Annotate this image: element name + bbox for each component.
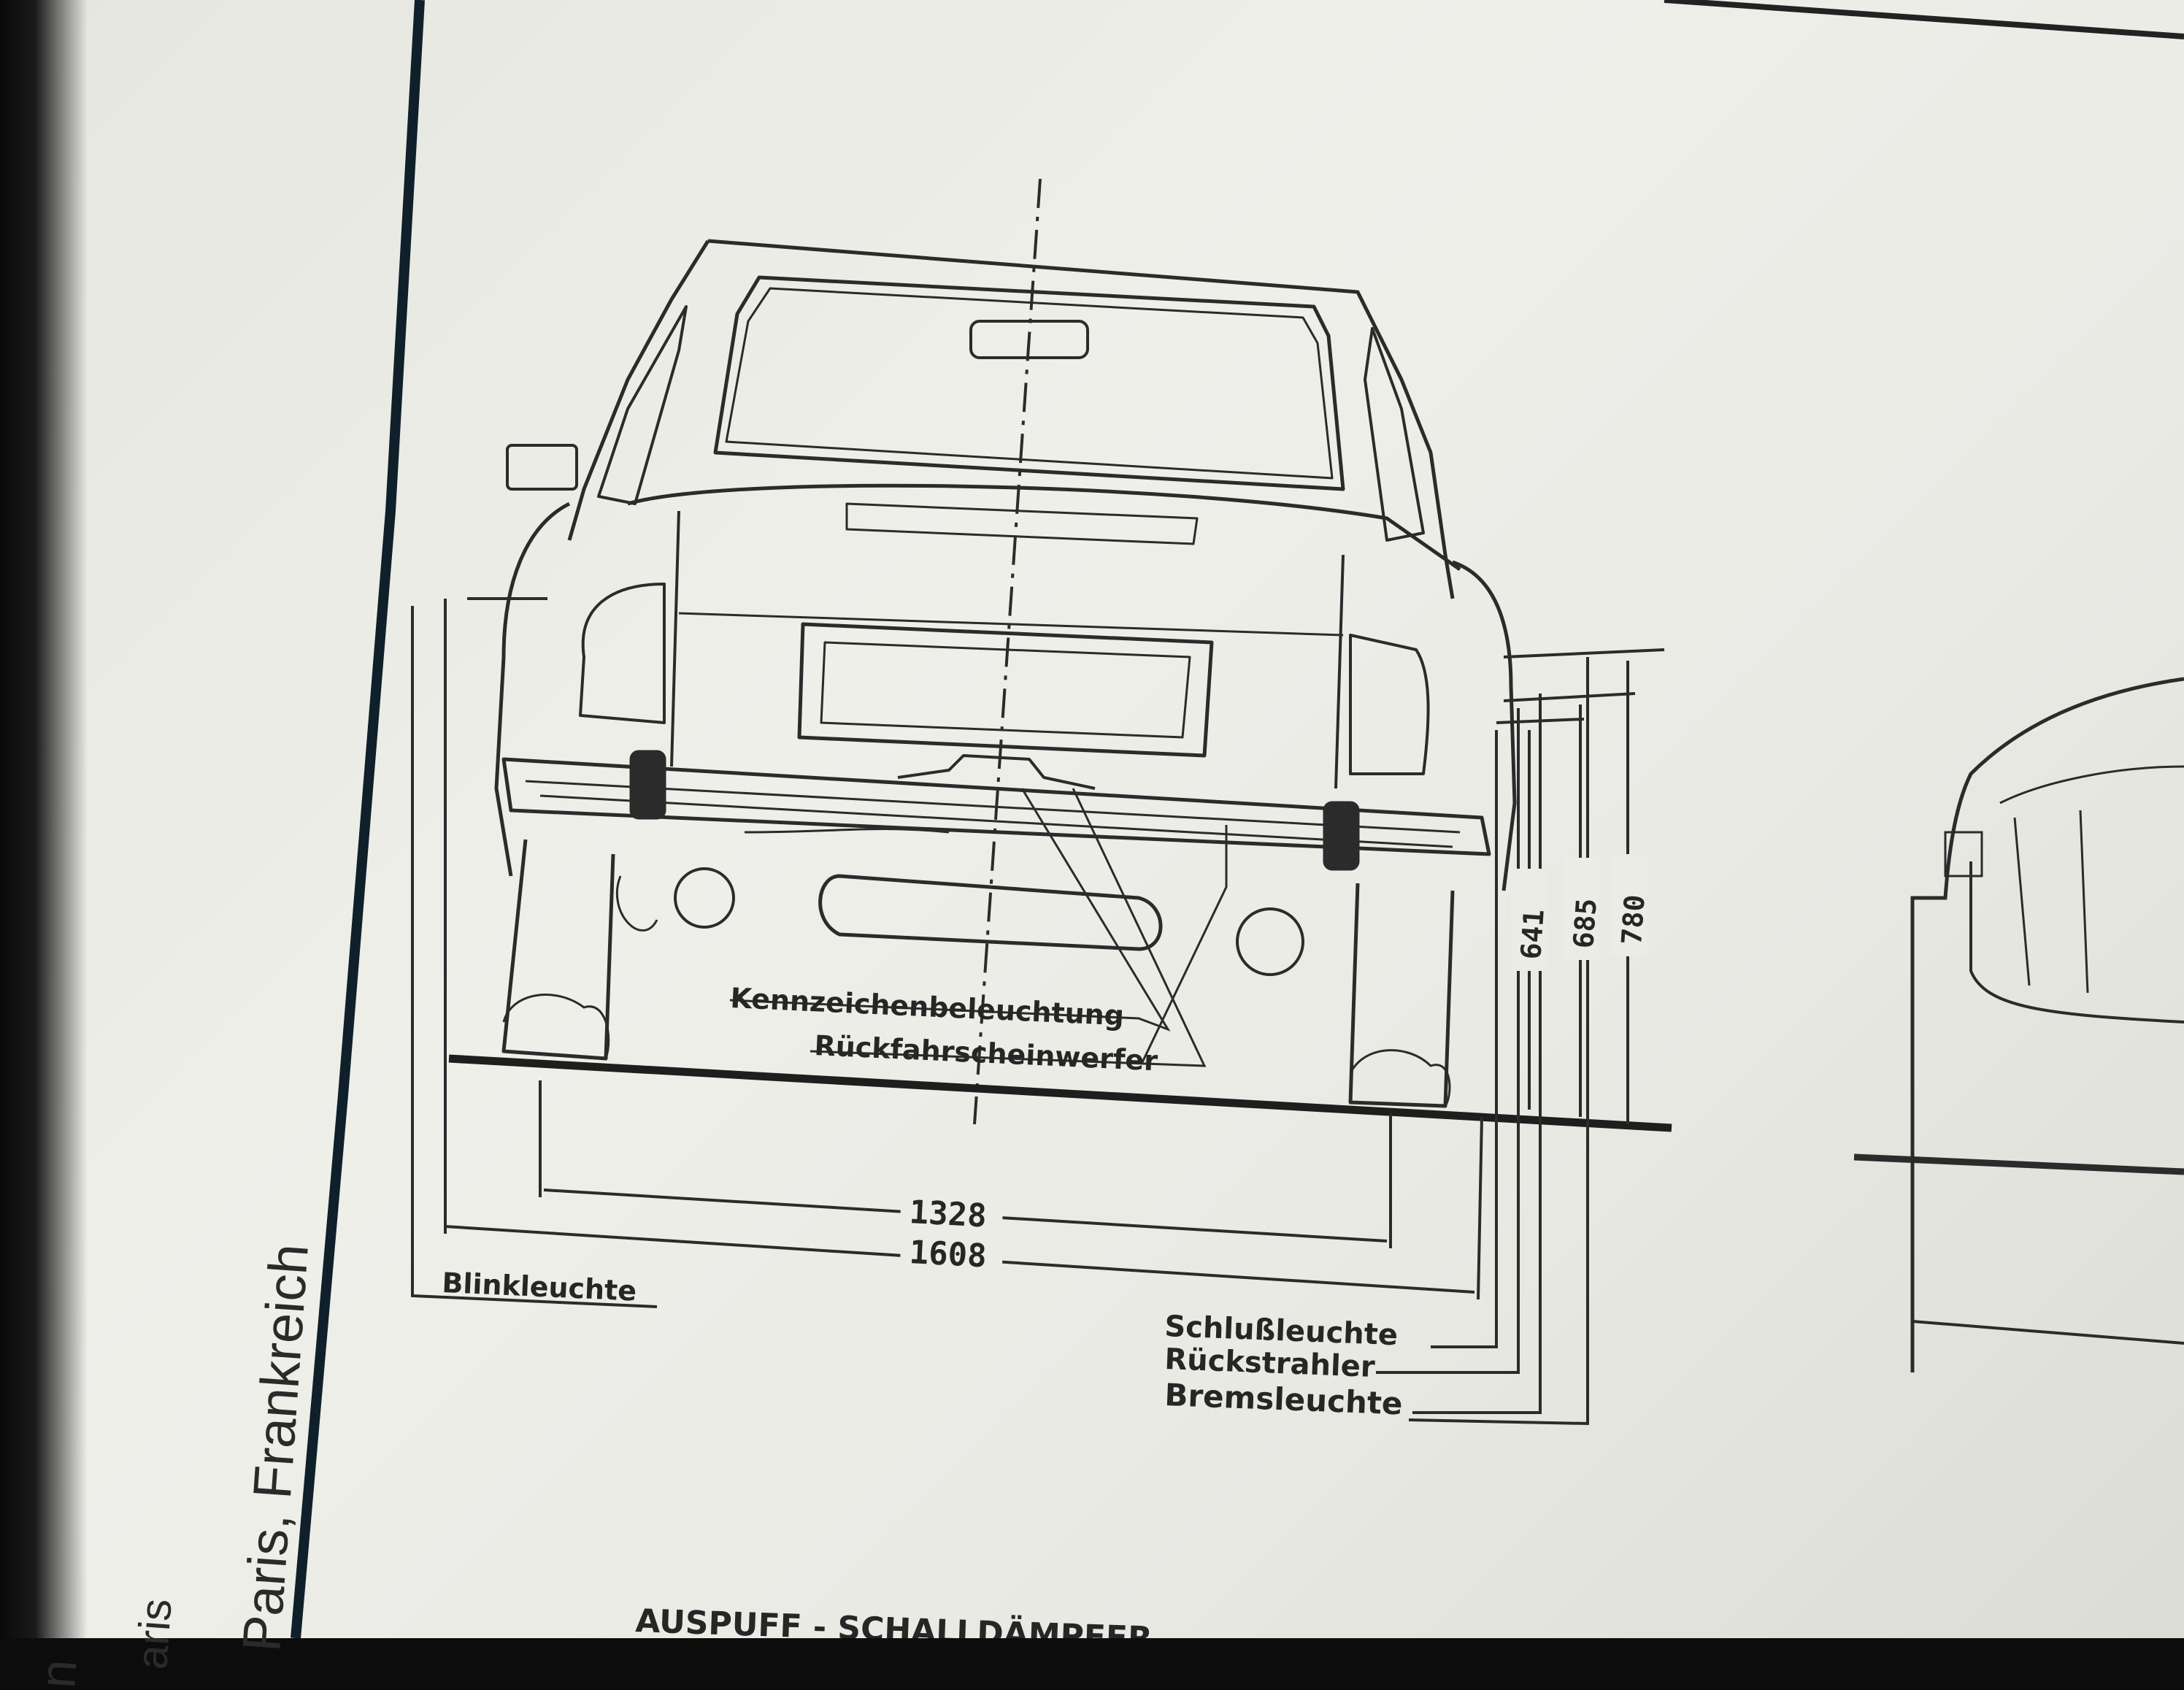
- dim-h2: 685: [1567, 897, 1603, 950]
- label-rueckfahr: Rückfahrscheinwerfer: [814, 1029, 1159, 1077]
- frame-border-line: [291, 0, 425, 1638]
- car-outline: [494, 239, 1517, 1108]
- dim-h3: 780: [1615, 894, 1651, 946]
- dim-h1: 641: [1515, 908, 1550, 961]
- label-blink: Blinkleuchte: [442, 1267, 637, 1307]
- page-edge-shadow: [0, 0, 88, 1638]
- frame-top-line: [1664, 0, 2184, 39]
- car-rear-view-drawing: Kennzeichenbeleuchtung Rückfahrscheinwer…: [291, 0, 2184, 1638]
- leader-lines: [729, 788, 1228, 1067]
- bottom-heading: AUSPUFF - SCHALLDÄMPFER: [635, 1601, 1153, 1638]
- label-kennzeichen: Kennzeichenbeleuchtung: [730, 982, 1125, 1032]
- side-view-car-partial: [1853, 677, 2184, 1372]
- dim-track: 1328: [908, 1194, 987, 1234]
- margin-text-line2: aris: [127, 1597, 181, 1671]
- ground-line: [448, 1054, 1672, 1132]
- center-axis: [973, 178, 1042, 1125]
- label-rueckstrahler: Rückstrahler: [1164, 1343, 1376, 1384]
- dim-overall-width: 1608: [908, 1234, 987, 1275]
- margin-text-line3: n: [28, 1657, 88, 1690]
